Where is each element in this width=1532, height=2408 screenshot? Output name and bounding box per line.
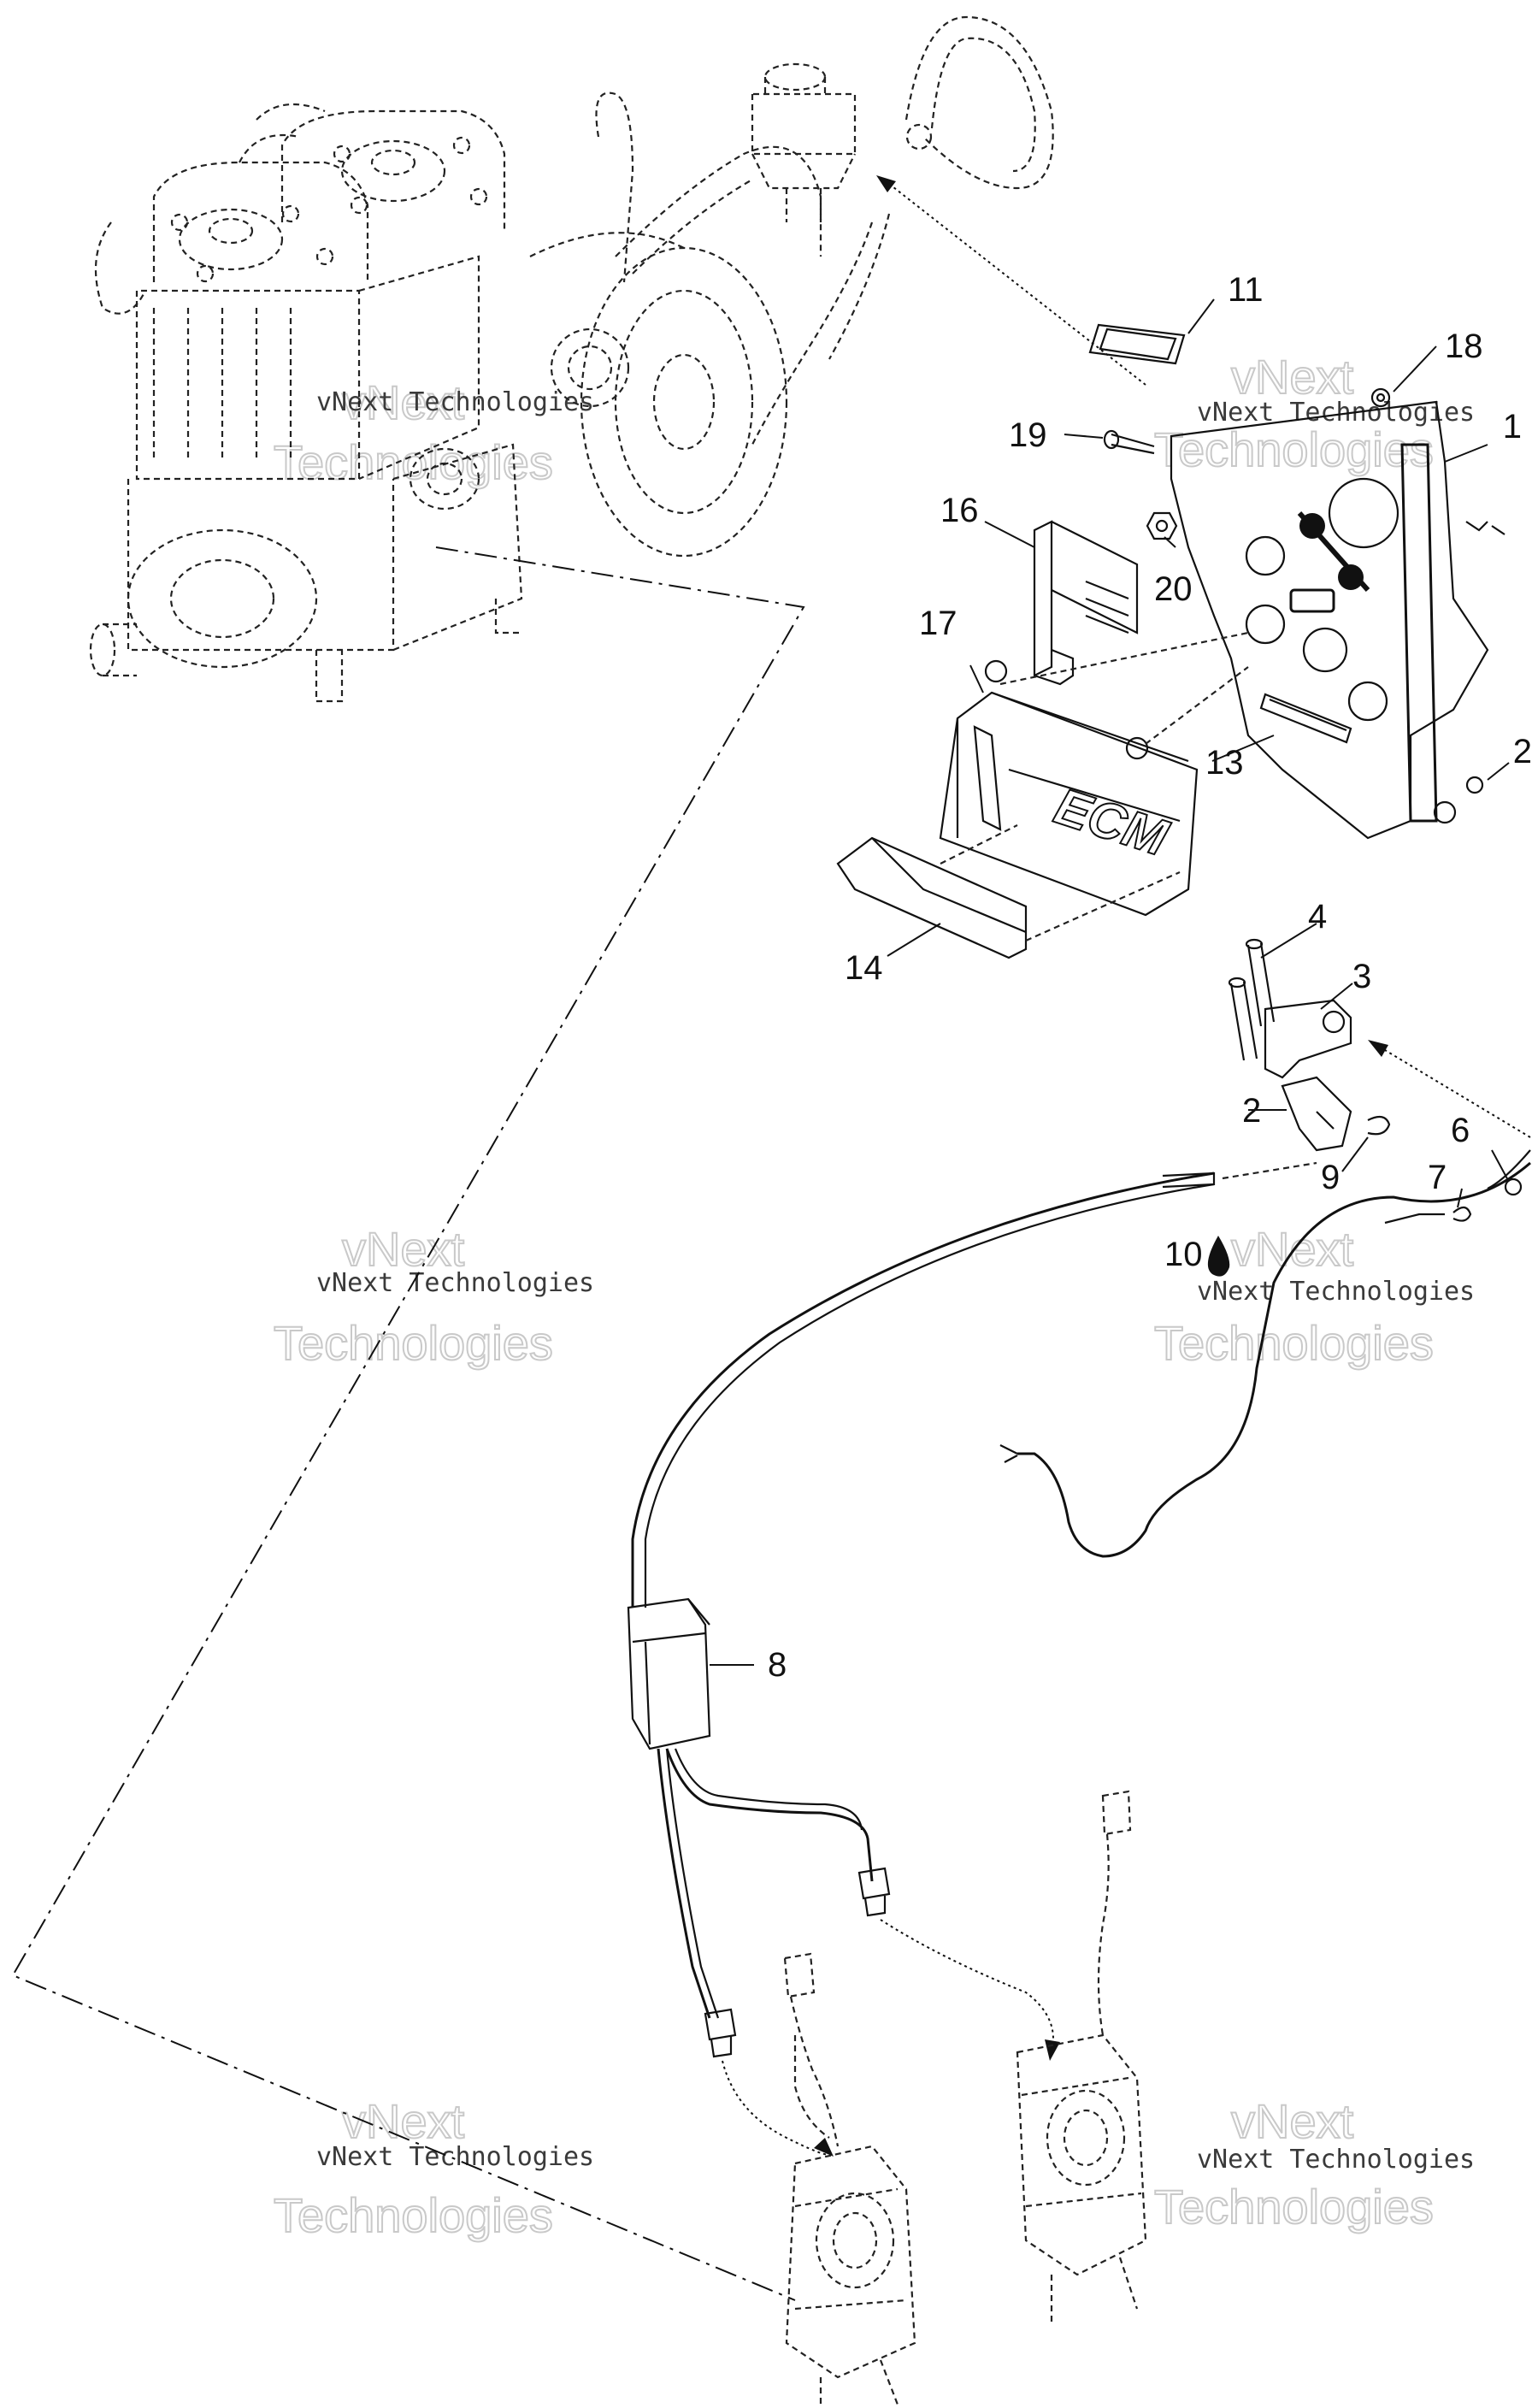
grommet-icon <box>1338 564 1364 590</box>
grommet-icon <box>1299 513 1325 539</box>
callout-13: 13 <box>1205 744 1244 782</box>
callout-8: 8 <box>768 1646 787 1684</box>
callout-2-bracket: 2 <box>1513 733 1532 770</box>
drop-icon <box>1207 1236 1230 1277</box>
watermark-line3: Technologies <box>1154 1316 1434 1370</box>
watermark-line1: vNext <box>1231 1222 1354 1276</box>
watermark-line1: vNext <box>1231 350 1354 404</box>
watermark-line3: Technologies <box>274 1316 553 1370</box>
watermark-line3: Technologies <box>1154 422 1434 476</box>
watermark-top-right: vNext vNext Technologies Technologies <box>1153 349 1475 477</box>
clip-7 <box>1452 1149 1531 1222</box>
fastener-2b <box>1465 776 1484 794</box>
callout-18: 18 <box>1445 328 1483 365</box>
watermark-line2: vNext Technologies <box>1197 2145 1475 2175</box>
watermark-line3: Technologies <box>274 435 553 489</box>
callouts: 1 2 2 3 4 6 7 8 9 10 11 13 14 16 17 18 1… <box>768 271 1532 1684</box>
pad-13 <box>1259 693 1352 744</box>
callout-3: 3 <box>1352 958 1371 995</box>
callout-9: 9 <box>1321 1159 1340 1196</box>
nut-20 <box>1146 511 1178 540</box>
callout-7: 7 <box>1428 1159 1447 1196</box>
ecm-module-17: ECM <box>939 631 1249 917</box>
watermark-line3: Technologies <box>274 2188 553 2242</box>
connector-16 <box>1033 520 1139 686</box>
watermark-line1: vNext <box>342 375 465 429</box>
watermark-line1: vNext <box>342 1222 465 1276</box>
sensor-harness <box>999 1161 1531 1558</box>
callout-17: 17 <box>919 605 958 642</box>
washer-6 <box>1504 1177 1523 1196</box>
svg-text:ECM: ECM <box>1048 777 1176 868</box>
gasket-11 <box>1088 323 1186 365</box>
watermark-line2: vNext Technologies <box>316 1268 594 1298</box>
bolt-19 <box>1103 429 1155 455</box>
watermark-line1: vNext <box>1231 2094 1354 2148</box>
carburetor-left <box>783 1952 916 2405</box>
watermark-bottom-right: vNext vNext Technologies Technologies <box>1153 2093 1475 2234</box>
callout-11: 11 <box>1228 271 1264 309</box>
watermark-line3: Technologies <box>1154 2180 1434 2234</box>
tray-14 <box>836 824 1181 959</box>
adhesive-drop-10 <box>1207 1236 1230 1277</box>
leader-lines <box>710 298 1510 1666</box>
watermark-line2: vNext Technologies <box>316 2142 594 2172</box>
callout-10: 10 <box>1164 1236 1203 1273</box>
watermark-mid-left: vNext vNext Technologies Technologies <box>273 1221 594 1371</box>
callout-20: 20 <box>1154 570 1193 608</box>
callout-19: 19 <box>1009 416 1047 454</box>
assembly-arrow-11 <box>876 175 1146 386</box>
junction-block-8 <box>627 1597 711 1750</box>
callout-2: 2 <box>1242 1092 1261 1130</box>
carburetor-right <box>1016 1790 1147 2326</box>
throttle-sensor-group <box>1228 938 1531 1152</box>
throttle-cable <box>631 1161 1317 1608</box>
engine-assembly <box>89 91 822 703</box>
watermark-mid-right: vNext vNext Technologies Technologies <box>1153 1221 1475 1371</box>
carb-cables <box>657 1748 1060 2157</box>
watermark-line2: vNext Technologies <box>1197 1277 1475 1307</box>
assembly-path-line <box>11 546 805 2301</box>
watermark-line2: vNext Technologies <box>316 387 594 417</box>
callout-16: 16 <box>940 492 979 529</box>
mounting-bracket <box>1170 400 1505 840</box>
callout-1: 1 <box>1503 408 1522 446</box>
watermark-line1: vNext <box>342 2094 465 2148</box>
callout-4: 4 <box>1308 898 1327 935</box>
callout-14: 14 <box>845 949 883 987</box>
washer-18 <box>1370 387 1391 408</box>
watermark-bottom-left: vNext vNext Technologies Technologies <box>273 2093 594 2243</box>
watermark-top-left: vNext vNext Technologies Technologies <box>273 375 594 490</box>
top-sensor-assembly <box>751 15 1054 446</box>
callout-6: 6 <box>1451 1112 1470 1149</box>
